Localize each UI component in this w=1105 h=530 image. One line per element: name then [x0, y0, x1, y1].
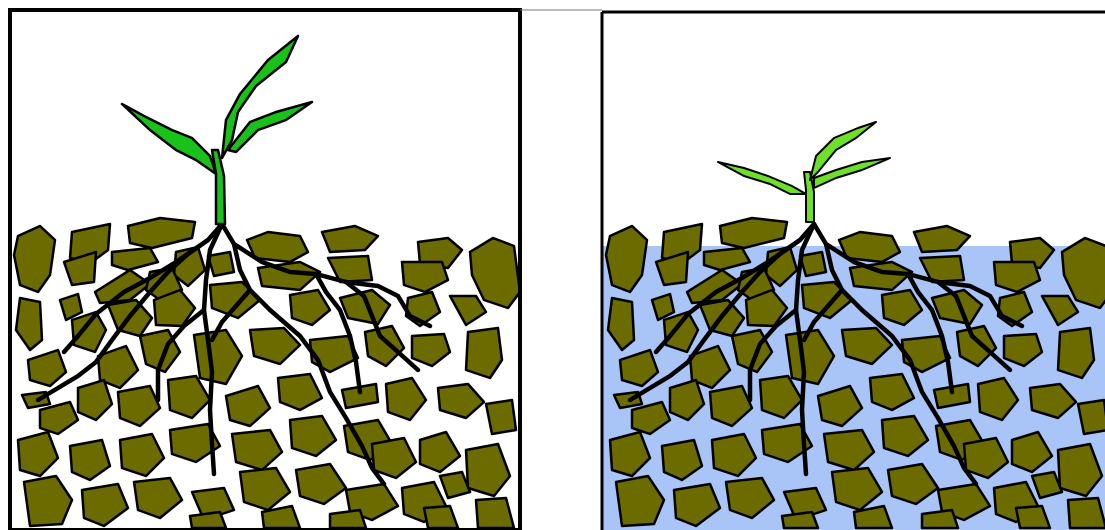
panel-waterlogged-soil [602, 12, 1105, 530]
panel-unsaturated-soil [10, 10, 520, 530]
stem-right [804, 172, 814, 222]
